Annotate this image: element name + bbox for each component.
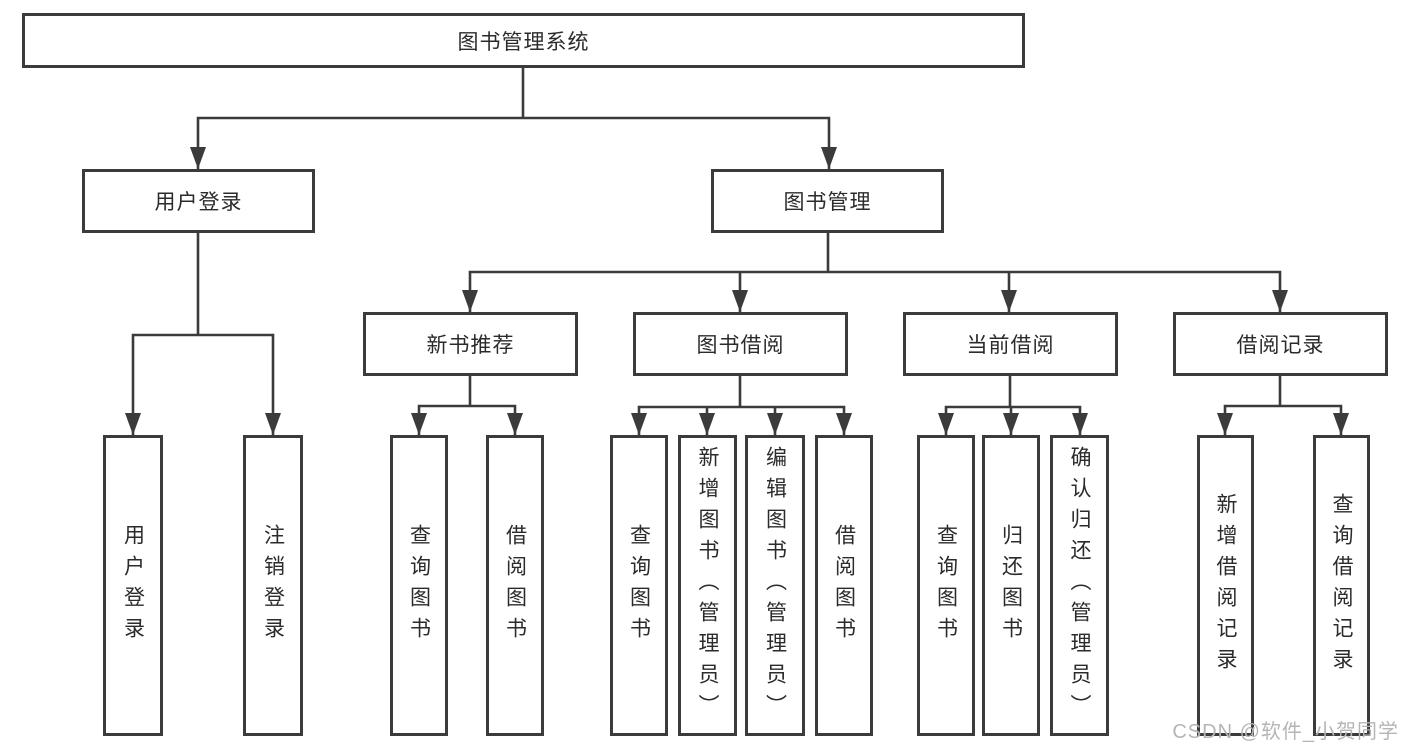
node-label: 借阅记录 — [1236, 334, 1325, 357]
node-label: 查询图书 — [407, 523, 431, 648]
arrow-down-icon — [190, 147, 206, 169]
leaf-logout: 注销登录 — [243, 435, 303, 736]
node-label: 查询图书 — [934, 523, 958, 648]
node-label: 当前借阅 — [966, 334, 1055, 357]
arrow-down-icon — [1003, 413, 1019, 435]
node-borrowing-records: 借阅记录 — [1173, 312, 1388, 376]
arrow-down-icon — [1333, 413, 1349, 435]
connector-bookmgmt-to-level3 — [468, 233, 1282, 312]
node-label: 新增图书（管理员） — [696, 446, 719, 725]
leaf-query-books: 查询图书 — [390, 435, 448, 736]
arrowheads — [125, 147, 1349, 435]
node-label: 新书推荐 — [426, 334, 515, 357]
leaf-user-login: 用户登录 — [103, 435, 163, 736]
connector-root-to-level2 — [196, 68, 831, 169]
leaf-query-books: 查询图书 — [917, 435, 975, 736]
arrow-down-icon — [462, 290, 478, 312]
connector-records-to-leaves — [1223, 376, 1343, 435]
node-label: 查询图书 — [627, 523, 651, 648]
arrow-down-icon — [265, 413, 281, 435]
leaf-add-books-admin: 新增图书（管理员） — [678, 435, 737, 736]
connector-newbook-to-leaves — [417, 376, 517, 435]
arrow-down-icon — [1272, 290, 1288, 312]
node-label: 图书借阅 — [696, 334, 785, 357]
arrow-down-icon — [938, 413, 954, 435]
node-user-login: 用户登录 — [82, 169, 315, 233]
node-label: 借阅图书 — [503, 523, 527, 648]
leaf-query-books: 查询图书 — [610, 435, 668, 736]
csdn-watermark: CSDN @软件_小贺同学 — [1172, 721, 1399, 743]
leaf-edit-books-admin: 编辑图书（管理员） — [745, 435, 805, 736]
arrow-down-icon — [1217, 413, 1233, 435]
arrow-down-icon — [767, 413, 783, 435]
arrow-down-icon — [699, 413, 715, 435]
arrow-down-icon — [125, 413, 141, 435]
node-current-borrowing: 当前借阅 — [903, 312, 1118, 376]
node-new-book-recommendation: 新书推荐 — [363, 312, 578, 376]
arrow-down-icon — [836, 413, 852, 435]
leaf-query-borrow-record: 查询借阅记录 — [1313, 435, 1370, 736]
arrow-down-icon — [1072, 413, 1088, 435]
node-library-management-system: 图书管理系统 — [22, 13, 1025, 68]
leaf-confirm-return-admin: 确认归还（管理员） — [1050, 435, 1109, 736]
arrow-down-icon — [411, 413, 427, 435]
node-label: 新增借阅记录 — [1214, 492, 1237, 679]
leaf-add-borrow-record: 新增借阅记录 — [1197, 435, 1254, 736]
node-label: 用户登录 — [121, 523, 145, 648]
node-label: 图书管理系统 — [457, 30, 590, 54]
arrow-down-icon — [631, 413, 647, 435]
connector-userlogin-to-leaves — [131, 233, 275, 435]
node-book-management: 图书管理 — [711, 169, 944, 233]
node-label: 归还图书 — [999, 523, 1023, 648]
arrow-down-icon — [507, 413, 523, 435]
leaf-borrow-books: 借阅图书 — [486, 435, 544, 736]
arrow-down-icon — [821, 147, 837, 169]
node-label: 借阅图书 — [832, 523, 856, 648]
arrow-down-icon — [1001, 290, 1017, 312]
node-label: 用户登录 — [154, 191, 243, 214]
arrow-down-icon — [732, 290, 748, 312]
leaf-borrow-books: 借阅图书 — [815, 435, 873, 736]
node-label: 注销登录 — [261, 523, 285, 648]
connector-bookborrow-to-leaves — [637, 376, 846, 435]
node-label: 图书管理 — [783, 191, 872, 214]
node-label: 查询借阅记录 — [1330, 492, 1353, 679]
leaf-return-books: 归还图书 — [982, 435, 1040, 736]
node-label: 编辑图书（管理员） — [763, 446, 787, 725]
node-label: 确认归还（管理员） — [1068, 446, 1091, 725]
node-book-borrowing: 图书借阅 — [633, 312, 848, 376]
